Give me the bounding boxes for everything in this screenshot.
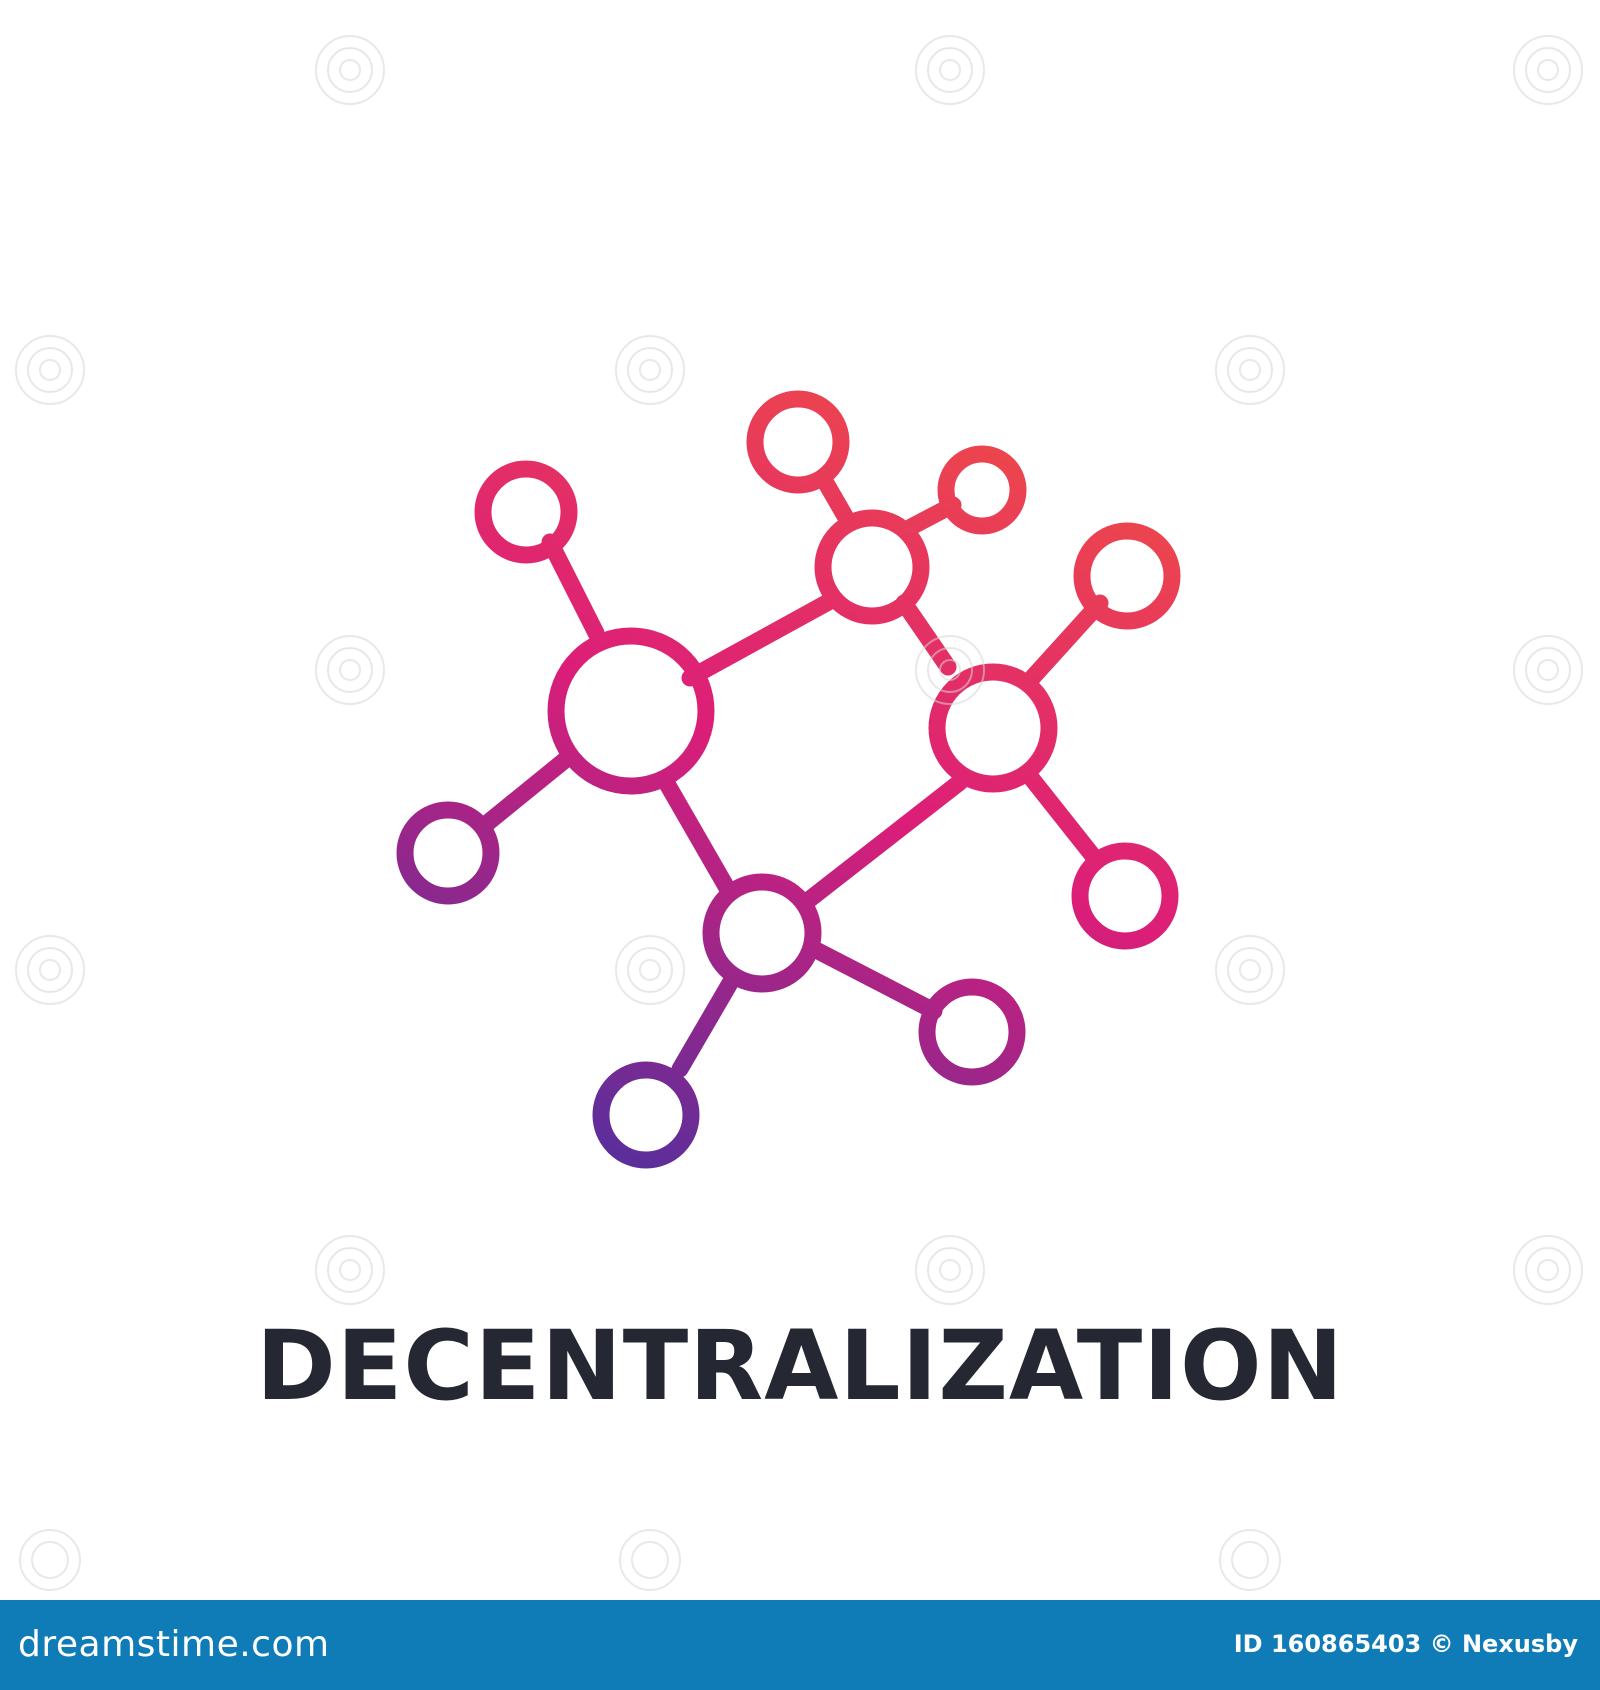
network-node-hub: [547, 627, 715, 795]
network-link: [671, 969, 742, 1078]
network-link: [1023, 770, 1106, 870]
network-node: [592, 1061, 700, 1169]
network-link: [895, 594, 957, 676]
icon-title: DECENTRALIZATION: [256, 1310, 1344, 1422]
footer-image-credit: ID 160865403 © Nexusby: [1233, 1630, 1578, 1658]
network-node: [937, 445, 1027, 535]
network-nodes-icon: [396, 390, 1181, 1169]
footer-brand-logo[interactable]: dreamstime.com: [18, 1624, 330, 1665]
network-node: [702, 873, 822, 993]
network-link: [1024, 594, 1109, 686]
network-node: [474, 460, 578, 564]
network-node: [918, 978, 1026, 1086]
network-node: [1073, 522, 1181, 630]
network-link: [541, 533, 605, 642]
network-link: [801, 773, 969, 908]
network-link: [476, 751, 574, 834]
network-link: [809, 942, 943, 1020]
network-node: [928, 663, 1058, 793]
network-link: [814, 469, 858, 532]
network-node: [396, 801, 500, 905]
network-node: [1071, 842, 1179, 950]
network-link: [657, 773, 736, 897]
network-node: [814, 509, 930, 625]
network-link: [681, 591, 841, 687]
footer-bar: dreamstime.com ID 160865403 © Nexusby: [0, 1600, 1600, 1690]
network-node: [746, 390, 850, 494]
